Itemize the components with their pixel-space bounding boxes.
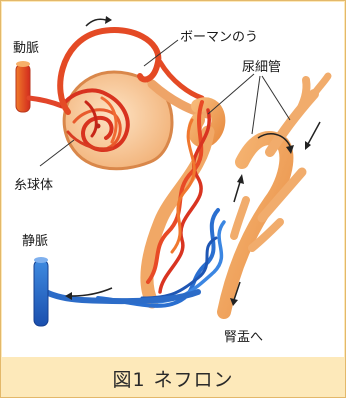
label-bowman-capsule: ボーマンのう — [180, 30, 258, 45]
label-to-renal-pelvis: 腎盂へ — [224, 330, 263, 345]
flow-arrow-tubule-up — [234, 182, 240, 202]
flow-arrow-vein — [72, 288, 112, 296]
collecting-duct — [224, 76, 328, 312]
flow-arrow-duct-right — [308, 122, 320, 144]
label-artery: 動脈 — [13, 41, 39, 56]
nephron-diagram: 動脈 ボーマンのう 尿細管 糸球体 静脈 腎盂へ — [2, 2, 344, 357]
nephron-illustration — [2, 2, 344, 357]
figure-caption: 図1 ネフロン — [1, 365, 345, 392]
figure-title: ネフロン — [154, 369, 234, 391]
peritubular-capillary-venous — [46, 210, 224, 306]
vein-vessel — [34, 257, 48, 326]
flow-arrow-top — [86, 19, 106, 26]
label-tubule: 尿細管 — [242, 60, 281, 75]
figure-number: 図1 — [112, 369, 145, 391]
label-vein: 静脈 — [22, 234, 48, 249]
label-glomerulus: 糸球体 — [14, 178, 53, 193]
bowman-capsule — [64, 72, 208, 169]
artery-vessel — [16, 61, 62, 112]
